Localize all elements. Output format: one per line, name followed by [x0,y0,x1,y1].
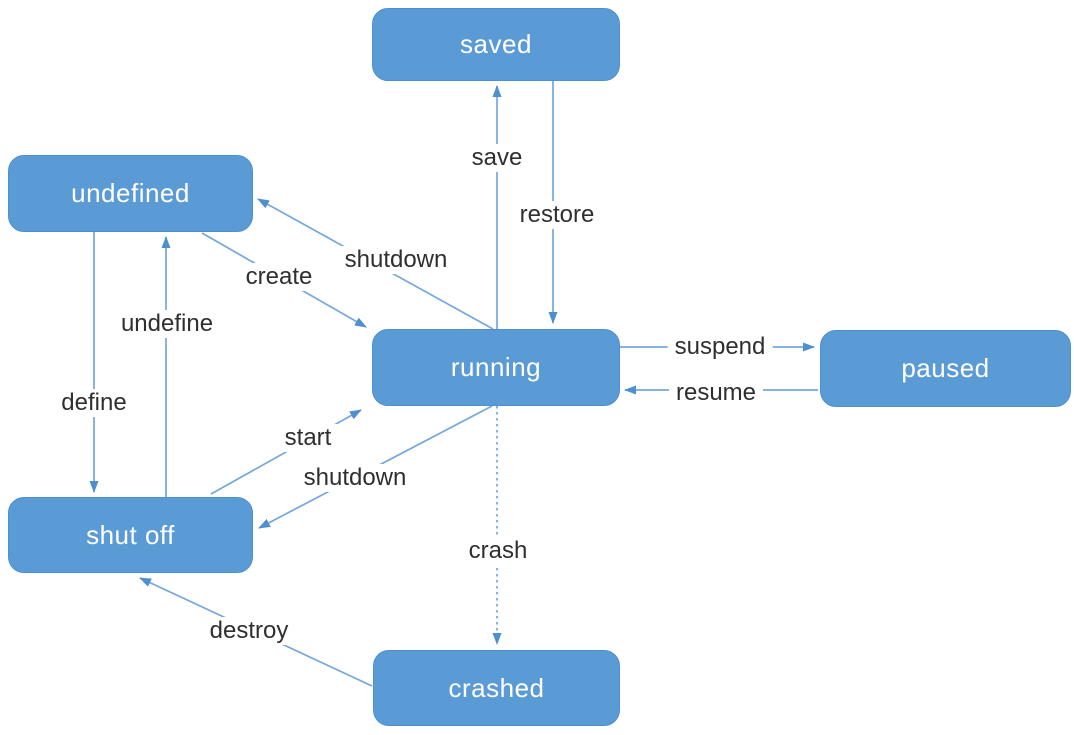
state-running: running [372,329,620,406]
state-shut-off-label: shut off [86,519,175,550]
state-paused-label: paused [901,353,990,383]
state-crashed-label: crashed [448,672,545,703]
state-saved: saved [372,8,620,81]
state-undefined: undefined [8,155,253,232]
transition-label-restore: restore [512,201,602,229]
state-paused: paused [820,330,1071,407]
transition-label-save: save [464,144,530,172]
transition-label-destroy: destroy [202,617,296,645]
state-running-label: running [450,352,542,382]
transition-label-start: start [277,424,339,452]
state-crashed: crashed [373,650,620,726]
transition-label-undefine: undefine [113,310,221,338]
state-saved-label: saved [460,29,532,59]
transition-label-define: define [54,389,134,417]
state-shut-off: shut off [8,497,253,573]
transition-label-crash: crash [461,537,535,565]
transition-label-suspend: suspend [667,333,773,361]
state-undefined-label: undefined [71,178,190,208]
transition-label-create: create [238,263,320,291]
transition-label-shutdown-to-shut-off: shutdown [296,464,414,492]
transition-label-resume: resume [668,379,764,407]
transition-label-shutdown-to-undefined: shutdown [337,246,455,274]
